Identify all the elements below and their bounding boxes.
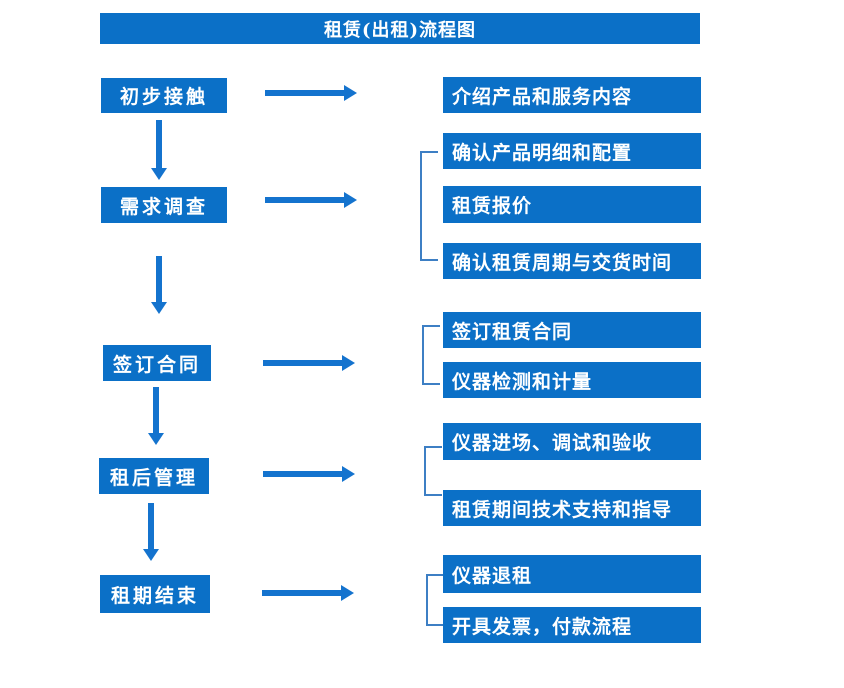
bracket-connector: [424, 446, 442, 496]
arrow-stem: [263, 471, 343, 477]
bracket-connector: [422, 325, 440, 385]
detail-box: 仪器退租: [443, 555, 701, 593]
arrow-stem: [262, 590, 342, 596]
detail-box: 仪器进场、调试和验收: [443, 423, 701, 460]
detail-box: 确认租赁周期与交货时间: [443, 243, 701, 279]
arrow-down-icon: [148, 387, 164, 445]
arrow-head: [341, 585, 354, 601]
arrow-head: [344, 192, 357, 208]
detail-box: 仪器检测和计量: [443, 362, 701, 398]
arrow-stem: [148, 503, 154, 550]
arrow-down-icon: [151, 120, 167, 180]
arrow-head: [344, 85, 357, 101]
stage-box-rental-end: 租期结束: [100, 575, 210, 613]
arrow-head: [342, 466, 355, 482]
arrow-stem: [156, 120, 162, 169]
detail-box: 开具发票，付款流程: [443, 607, 701, 643]
arrow-stem: [156, 256, 162, 303]
detail-box: 租赁报价: [443, 186, 701, 223]
detail-box: 租赁期间技术支持和指导: [443, 490, 701, 526]
arrow-down-icon: [151, 256, 167, 314]
bracket-connector: [420, 151, 438, 261]
arrow-right-icon: [263, 466, 355, 482]
arrow-head: [342, 355, 355, 371]
detail-box: 签订租赁合同: [443, 312, 701, 348]
arrow-head: [151, 302, 167, 314]
arrow-head: [151, 168, 167, 180]
arrow-stem: [153, 387, 159, 434]
detail-box: 确认产品明细和配置: [443, 133, 701, 169]
stage-box-initial-contact: 初步接触: [101, 78, 227, 113]
arrow-stem: [263, 360, 343, 366]
arrow-stem: [265, 197, 345, 203]
flowchart-title: 租赁(出租)流程图: [100, 13, 700, 44]
arrow-down-icon: [143, 503, 159, 561]
stage-box-post-rental-management: 租后管理: [99, 458, 209, 494]
arrow-right-icon: [265, 192, 357, 208]
arrow-head: [148, 433, 164, 445]
stage-box-demand-survey: 需求调查: [101, 187, 227, 223]
arrow-right-icon: [265, 85, 357, 101]
stage-box-sign-contract: 签订合同: [103, 345, 211, 381]
arrow-right-icon: [263, 355, 355, 371]
arrow-right-icon: [262, 585, 354, 601]
bracket-connector: [426, 574, 444, 626]
arrow-head: [143, 549, 159, 561]
arrow-stem: [265, 90, 345, 96]
detail-box: 介绍产品和服务内容: [443, 77, 701, 113]
